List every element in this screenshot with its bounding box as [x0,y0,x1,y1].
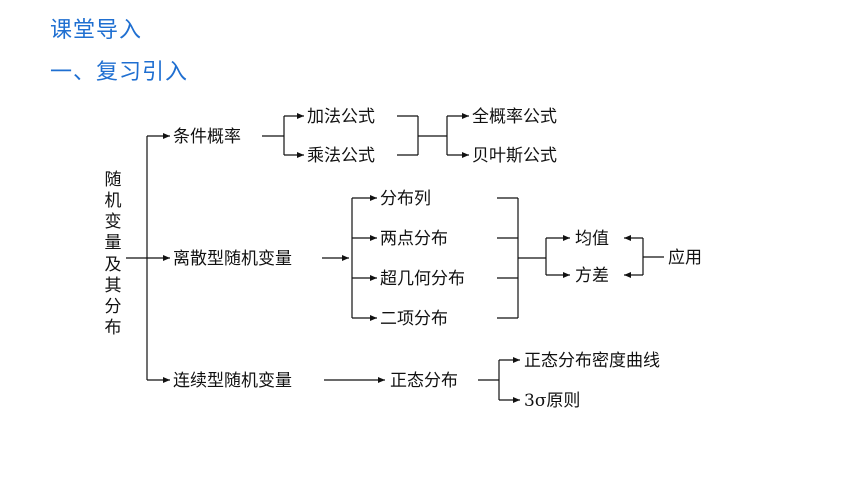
root-char: 布 [105,318,122,338]
node-mean: 均值 [575,229,609,249]
node-conditional-probability: 条件概率 [173,127,241,147]
node-normal-distribution: 正态分布 [390,371,458,391]
node-application: 应用 [668,248,702,268]
root-char: 分 [105,297,122,317]
root-char: 随 [105,170,122,190]
node-three-sigma: 3σ原则 [524,391,580,411]
node-discrete-rv: 离散型随机变量 [173,249,292,269]
section-heading: 课堂导入 [50,18,143,43]
node-total-probability: 全概率公式 [472,107,557,127]
root-char: 机 [105,191,122,211]
root-char: 其 [105,276,122,296]
root-char: 变 [105,212,122,232]
node-continuous-rv: 连续型随机变量 [173,371,292,391]
root-char: 及 [105,255,122,275]
node-distribution-list: 分布列 [380,189,431,209]
node-two-point: 两点分布 [380,229,448,249]
node-variance: 方差 [575,266,609,286]
node-binomial: 二项分布 [380,309,448,329]
node-multiplication-rule: 乘法公式 [307,146,375,166]
node-hypergeometric: 超几何分布 [380,269,465,289]
node-normal-density-curve: 正态分布密度曲线 [524,351,660,371]
root-char: 量 [105,233,122,253]
node-addition-rule: 加法公式 [307,107,375,127]
node-bayes-formula: 贝叶斯公式 [472,146,557,166]
part-heading: 一、复习引入 [50,60,189,85]
root-label: 随 机 变 量 及 其 分 布 [105,170,122,338]
